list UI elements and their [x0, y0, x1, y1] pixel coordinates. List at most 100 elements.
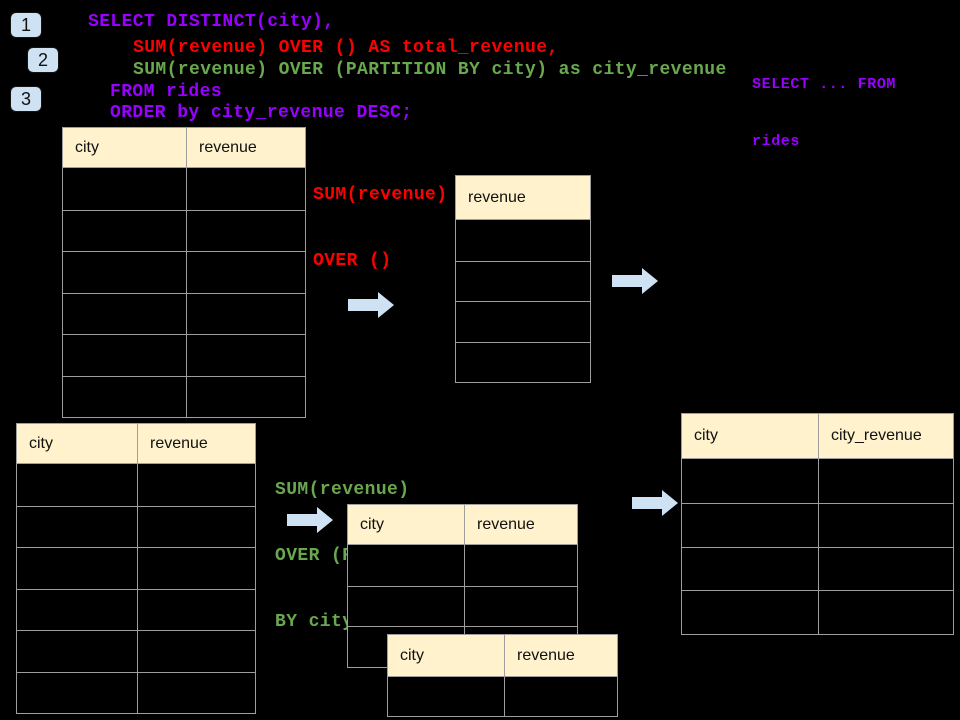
table-row: [63, 292, 305, 335]
table-cell: [818, 503, 953, 547]
table-row: [17, 588, 255, 631]
table-cell: [682, 548, 818, 591]
table-header-row: city revenue: [388, 635, 617, 677]
table-total-revenue: revenue: [455, 175, 591, 383]
table-cell: [17, 464, 137, 506]
table-header-row: city revenue: [63, 128, 305, 168]
table-cell: [456, 343, 590, 383]
table-cell: [186, 335, 305, 376]
table-header-row: city city_revenue: [682, 414, 953, 459]
table-body: [388, 677, 617, 716]
side-note-line: SELECT ... FROM: [752, 76, 897, 93]
table-cell: [137, 548, 255, 589]
table-cell: [456, 302, 590, 342]
table-cell: [17, 548, 137, 589]
table-cell: [682, 504, 818, 547]
table-cell: [818, 547, 953, 591]
table-row: [17, 630, 255, 672]
table-cell: [63, 335, 186, 376]
table-row: [388, 677, 617, 716]
table-row: [63, 251, 305, 293]
table-cell: [186, 252, 305, 293]
table-row: [682, 590, 953, 635]
table-row: [456, 341, 590, 383]
table-partition-b: city revenue: [387, 634, 618, 717]
table-cell: [17, 590, 137, 631]
table-row: [456, 260, 590, 302]
table-row: [456, 301, 590, 342]
table-header-row: city revenue: [348, 505, 577, 545]
table-cell: [63, 168, 186, 210]
table-source-top: city revenue: [62, 127, 306, 418]
table-cell: [504, 677, 617, 716]
column-header: city: [360, 515, 384, 533]
table-cell: [63, 294, 186, 335]
column-header: city: [75, 138, 99, 156]
right-arrow-icon: [348, 292, 394, 318]
sql-line-total-revenue: SUM(revenue) OVER () AS total_revenue,: [133, 38, 559, 58]
column-header: revenue: [186, 128, 305, 167]
table-cell: [388, 677, 504, 716]
sql-line-select: SELECT DISTINCT(city),: [88, 12, 335, 32]
table-cell: [137, 589, 255, 630]
column-header: revenue: [464, 505, 577, 544]
table-row: [348, 585, 577, 626]
table-header-row: revenue: [456, 176, 590, 220]
table-cell: [818, 591, 953, 635]
table-cell: [682, 591, 818, 634]
column-header: revenue: [504, 635, 617, 676]
table-cell: [63, 211, 186, 252]
table-cell: [186, 293, 305, 334]
table-row: [63, 168, 305, 210]
table-cell: [137, 506, 255, 547]
column-header: city_revenue: [818, 414, 953, 458]
table-body: [17, 464, 255, 713]
right-arrow-icon: [612, 268, 658, 294]
step-badge-2: 2: [28, 48, 58, 72]
table-row: [348, 545, 577, 586]
table-body: [682, 459, 953, 635]
table-row: [17, 505, 255, 548]
table-cell: [186, 168, 305, 210]
side-note: SELECT ... FROM rides: [752, 37, 896, 189]
table-result: city city_revenue: [681, 413, 954, 636]
table-row: [63, 334, 305, 376]
right-arrow-icon: [632, 490, 678, 516]
table-cell: [137, 631, 255, 672]
table-row: [63, 375, 305, 418]
side-note-line: rides: [752, 133, 801, 150]
right-arrow-icon: [287, 507, 333, 533]
table-cell: [464, 586, 577, 626]
annotation-line: SUM(revenue): [275, 480, 410, 500]
table-cell: [63, 377, 186, 418]
table-cell: [17, 507, 137, 548]
column-header: city: [694, 427, 718, 444]
table-cell: [186, 376, 305, 417]
table-cell: [63, 252, 186, 293]
table-row: [17, 671, 255, 713]
table-cell: [137, 464, 255, 506]
sql-line-from: FROM rides: [110, 82, 223, 102]
table-body: [63, 168, 305, 417]
table-cell: [682, 459, 818, 503]
column-header: revenue: [468, 188, 526, 206]
table-cell: [348, 545, 464, 586]
sql-line-city-revenue: SUM(revenue) OVER (PARTITION BY city) as…: [133, 60, 727, 80]
table-header-row: city revenue: [17, 424, 255, 464]
table-row: [456, 220, 590, 261]
sql-line-order-by: ORDER by city_revenue DESC;: [110, 103, 413, 123]
step-badge-1: 1: [11, 13, 41, 37]
table-cell: [818, 459, 953, 503]
table-row: [17, 464, 255, 506]
table-cell: [186, 210, 305, 251]
table-row: [682, 546, 953, 591]
table-source-bottom: city revenue: [16, 423, 256, 714]
annotation-line: OVER (): [313, 251, 392, 271]
table-body: [456, 220, 590, 382]
table-row: [63, 209, 305, 252]
table-cell: [464, 545, 577, 586]
column-header: city: [29, 434, 53, 452]
step-badge-3: 3: [11, 87, 41, 111]
table-cell: [456, 262, 590, 302]
